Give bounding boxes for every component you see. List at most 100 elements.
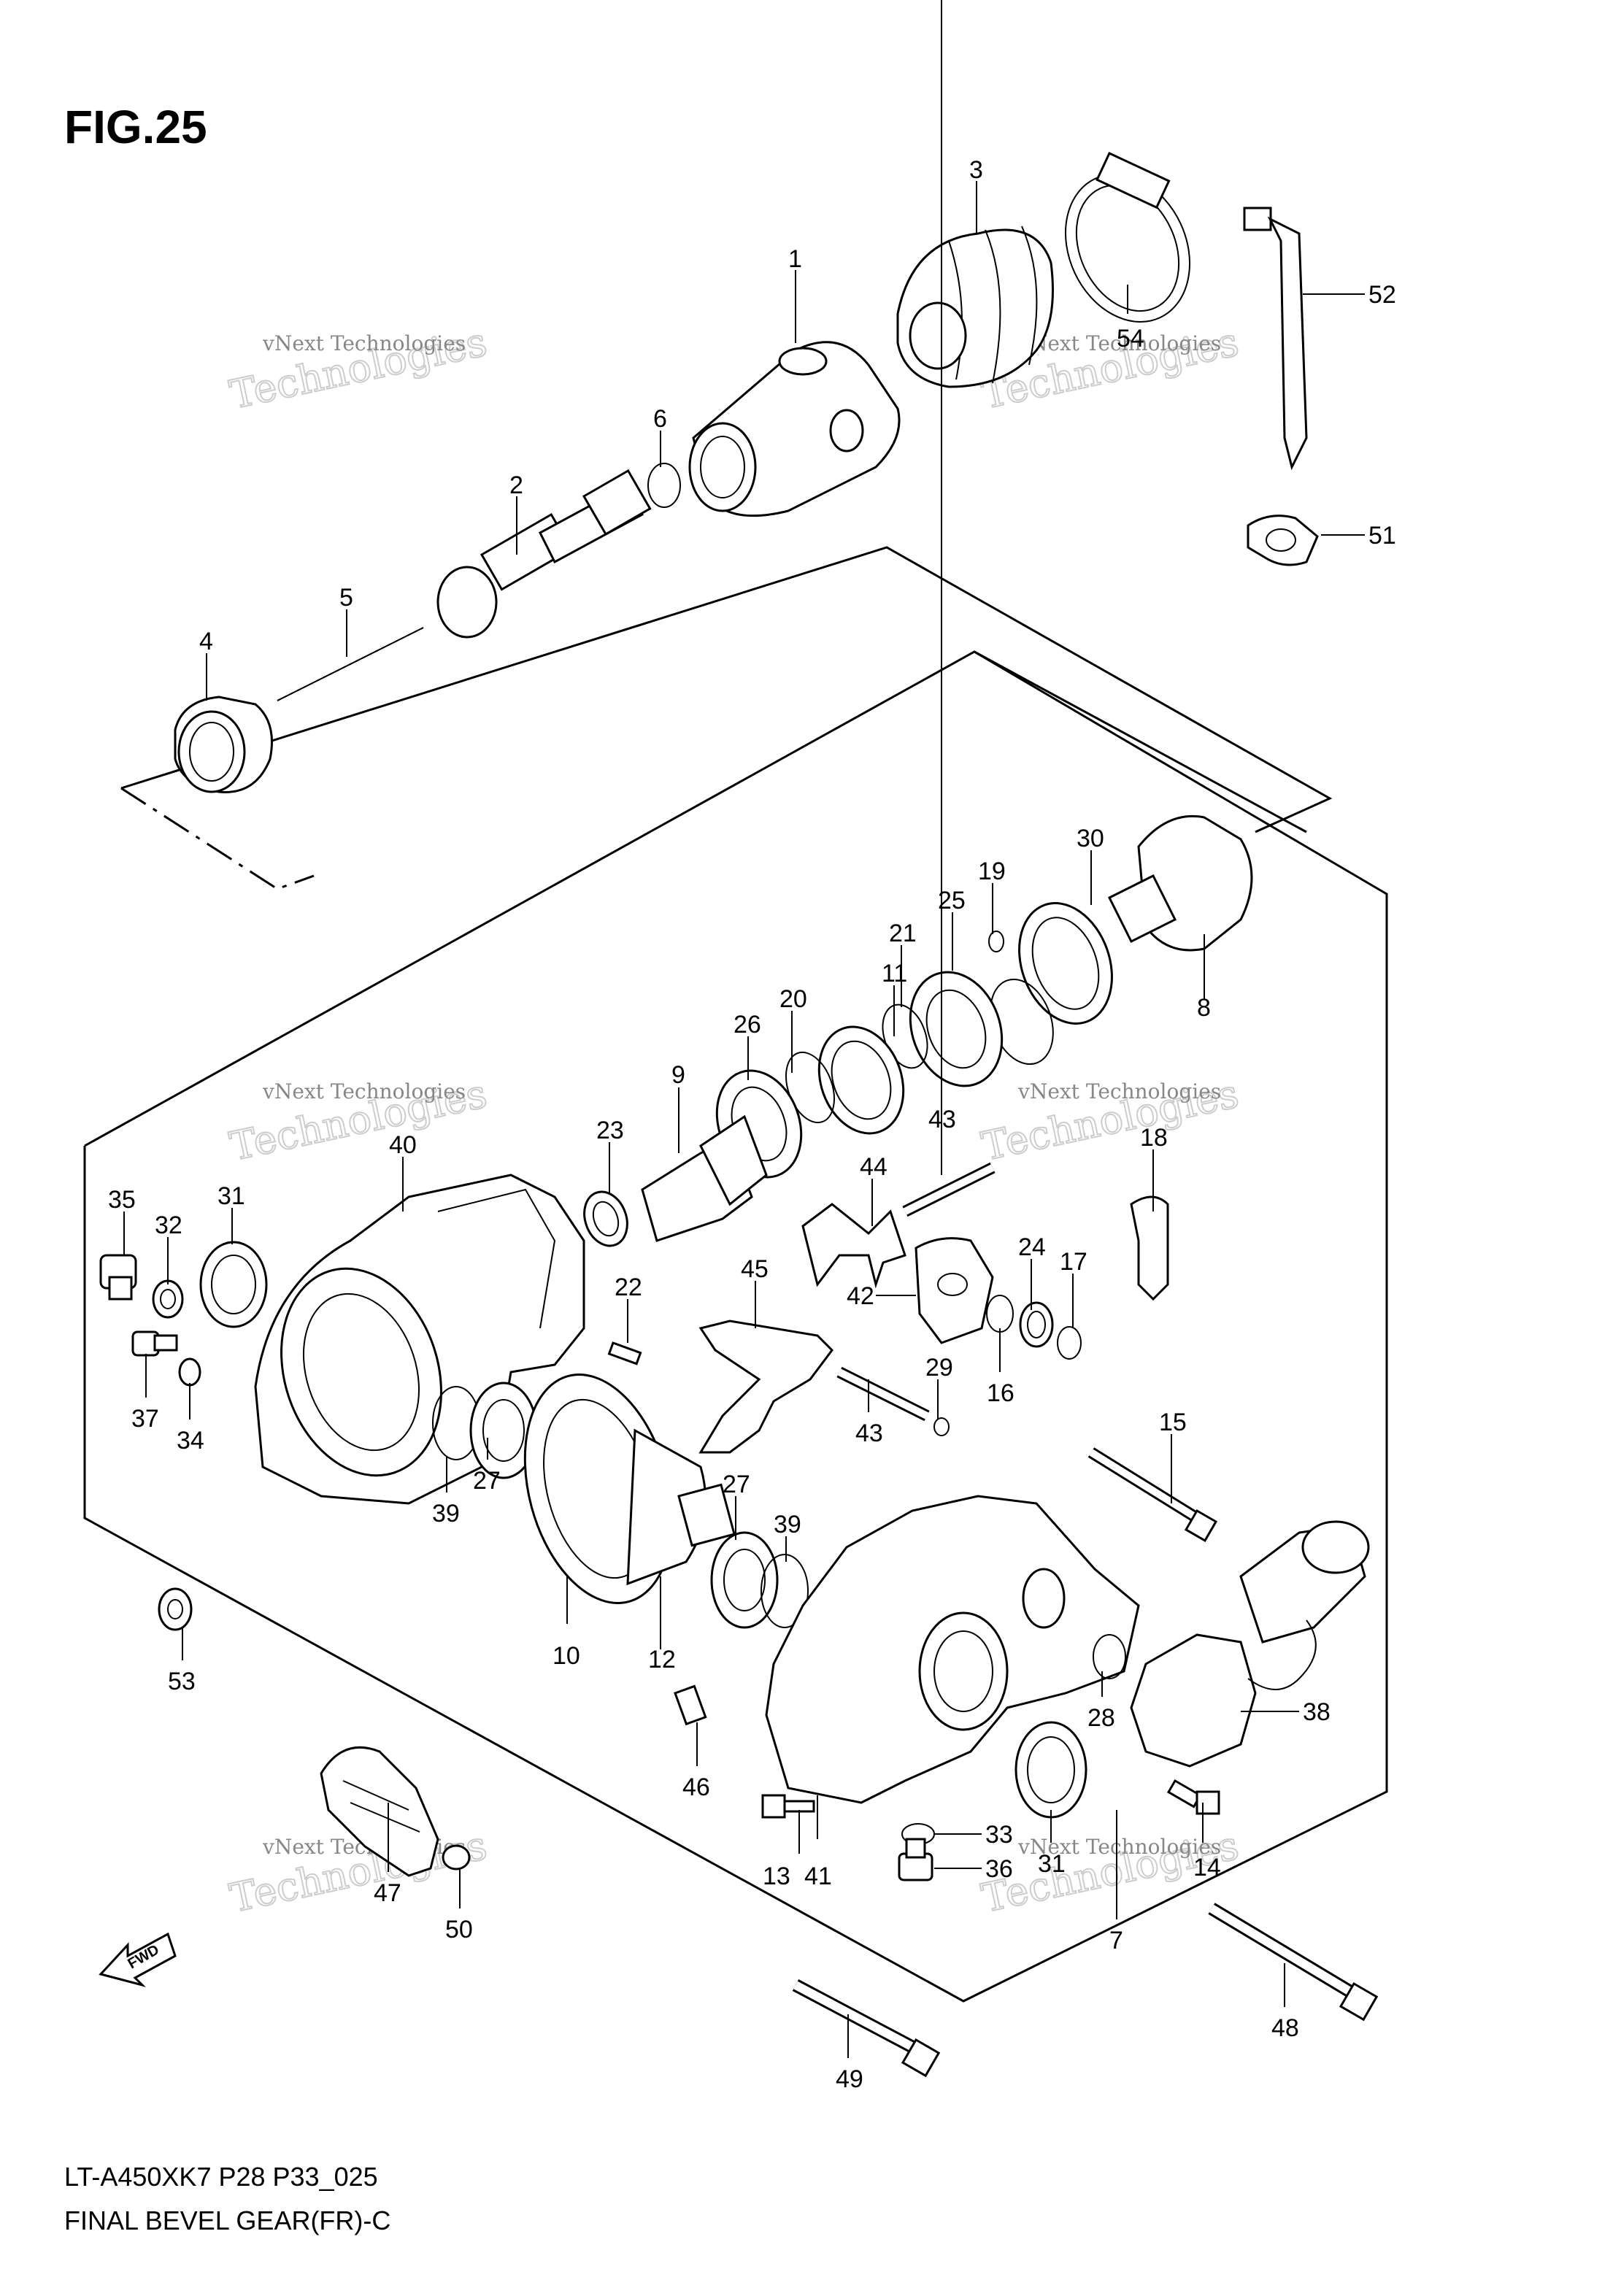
part-18-bracket [1130, 1195, 1169, 1301]
part-12-differential-case [626, 1428, 736, 1586]
callout-43-lower: 43 [855, 1419, 883, 1447]
part-32-washer [152, 1279, 184, 1319]
callout-49: 49 [836, 2065, 863, 2093]
fwd-arrow-icon: FWD [99, 1932, 177, 1987]
part-2-shaft [436, 469, 652, 639]
part-42-cam [915, 1237, 994, 1344]
callout-25: 25 [938, 887, 966, 914]
callout-16: 16 [987, 1379, 1014, 1407]
callout-19: 19 [978, 858, 1006, 885]
callout-48: 48 [1271, 2014, 1299, 2042]
callout-28: 28 [1087, 1704, 1115, 1732]
part-34-washer [178, 1357, 201, 1387]
callout-51: 51 [1368, 522, 1396, 550]
callout-24: 24 [1018, 1233, 1046, 1261]
part-28-o-ring [1093, 1634, 1126, 1679]
part-50-clip [442, 1844, 471, 1871]
callout-27-right: 27 [723, 1471, 750, 1498]
callout-45: 45 [741, 1255, 769, 1283]
callout-27-left: 27 [473, 1467, 501, 1495]
part-15-bolt [1087, 1447, 1218, 1543]
figure-title: FIG.25 [64, 101, 207, 153]
part-4-boot-cap [174, 696, 273, 793]
part-13-bolt [761, 1794, 815, 1819]
part-31-oil-seal-lower [1014, 1721, 1087, 1819]
callout-3: 3 [969, 156, 983, 184]
callout-54: 54 [1117, 325, 1144, 353]
svg-text:vNext Technologies: vNext Technologies [1017, 331, 1221, 355]
svg-text:vNext Technologies: vNext Technologies [1017, 1079, 1221, 1103]
callout-44: 44 [860, 1153, 887, 1181]
part-49-long-bolt [792, 1979, 941, 2078]
part-43-shaft-lower [836, 1366, 930, 1422]
callout-15: 15 [1159, 1409, 1187, 1436]
upper-assembly-frame [120, 546, 1333, 890]
housing-assembly-frame [83, 650, 1388, 2003]
figure-caption: FINAL BEVEL GEAR(FR)-C [64, 2206, 390, 2235]
part-40-gear-case [254, 1174, 585, 1505]
part-22-dowel-pin [607, 1341, 642, 1365]
part-53-nut [158, 1587, 193, 1631]
callout-39-left: 39 [432, 1500, 460, 1528]
part-31-oil-seal-upper [199, 1241, 268, 1328]
part-51-clamp [1247, 515, 1319, 566]
part-24-bearing [1019, 1301, 1054, 1348]
callout-12: 12 [648, 1646, 676, 1673]
callout-21: 21 [889, 920, 917, 947]
part-17-circlip [1057, 1326, 1082, 1360]
callout-13: 13 [763, 1862, 790, 1890]
callout-42: 42 [847, 1282, 874, 1310]
callout-2: 2 [509, 471, 523, 499]
callout-41: 41 [804, 1862, 832, 1890]
callout-17: 17 [1060, 1248, 1087, 1276]
part-39-shim-right [761, 1554, 809, 1628]
part-27-bearing-right [710, 1531, 779, 1629]
callout-7: 7 [1109, 1927, 1123, 1954]
part-29-clip [933, 1417, 950, 1436]
part-37-bolt [131, 1330, 178, 1357]
part-16-o-ring [986, 1295, 1014, 1333]
callout-46: 46 [682, 1773, 710, 1801]
callout-10: 10 [552, 1642, 580, 1670]
callout-31-upper: 31 [217, 1182, 245, 1210]
callout-5: 5 [339, 584, 353, 612]
callout-labels: 1 2 3 4 5 6 7 8 9 10 11 12 13 14 15 16 1… [108, 156, 1396, 2093]
part-35-plug [99, 1254, 137, 1301]
part-52-cable-tie [1243, 207, 1308, 471]
part-46-pin [674, 1684, 707, 1726]
part-54-hose-clamp [1064, 152, 1191, 323]
callout-22: 22 [615, 1274, 642, 1301]
part-36-drain-plug [898, 1838, 933, 1881]
part-47-breather-boot [320, 1746, 439, 1877]
callout-29: 29 [925, 1354, 953, 1382]
callout-6: 6 [653, 405, 667, 433]
part-3-rubber-boot [896, 226, 1054, 388]
part-25-bearing [909, 971, 1004, 1087]
part-48-long-bolt [1208, 1903, 1379, 2022]
callout-47: 47 [374, 1879, 401, 1907]
callout-31-lower: 31 [1038, 1850, 1066, 1878]
callout-8: 8 [1197, 994, 1211, 1022]
part-8-output-flange [1107, 814, 1253, 952]
callout-38: 38 [1303, 1698, 1331, 1726]
callout-32: 32 [155, 1211, 182, 1239]
part-43-shaft-upper [902, 1162, 996, 1217]
callout-33: 33 [985, 1821, 1013, 1849]
callout-53: 53 [168, 1668, 196, 1695]
callout-39-right: 39 [774, 1511, 801, 1538]
part-9-pinion-gear [641, 1114, 768, 1242]
callout-50: 50 [445, 1916, 473, 1943]
part-30-oil-seal [1018, 902, 1113, 1025]
callout-52: 52 [1368, 281, 1396, 309]
callout-34: 34 [177, 1427, 204, 1455]
callout-4: 4 [199, 628, 213, 655]
model-line: LT-A450XK7 P28 P33_025 [64, 2162, 378, 2192]
callout-11: 11 [882, 960, 907, 987]
part-23-needle-bearing [583, 1190, 628, 1247]
callout-1: 1 [788, 245, 802, 273]
svg-text:vNext Technologies: vNext Technologies [262, 1079, 466, 1103]
callout-9: 9 [671, 1061, 685, 1089]
part-5-spring [277, 627, 424, 701]
